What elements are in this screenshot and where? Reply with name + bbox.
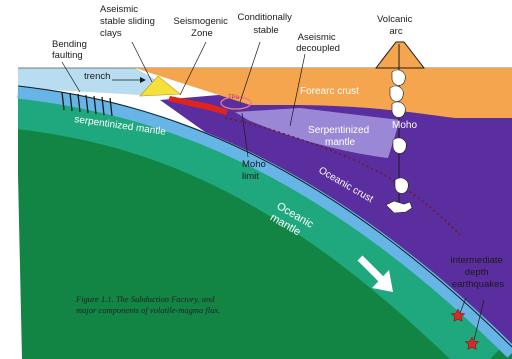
figure-caption: Figure 1.1. The Subduction Factory, and … <box>75 294 220 315</box>
volcano-cone <box>376 42 424 68</box>
label-aseismic-clays: Aseismic stable sliding clays <box>100 4 158 39</box>
tpa-marker: TPa <box>228 95 240 101</box>
label-conditionally-stable: Conditionally stable <box>237 12 294 36</box>
label-bending-faulting: Bending faulting <box>52 39 90 61</box>
label-moho: Moho <box>392 120 417 131</box>
label-aseismic-decoupled: Aseismic decoupled <box>296 32 340 54</box>
label-forearc-crust: Forearc crust <box>300 86 359 97</box>
label-volcanic-arc: Volcanic arc <box>377 14 415 37</box>
label-seismogenic-zone: Seismogenic Zone <box>173 16 230 39</box>
label-trench: trench <box>84 71 110 82</box>
